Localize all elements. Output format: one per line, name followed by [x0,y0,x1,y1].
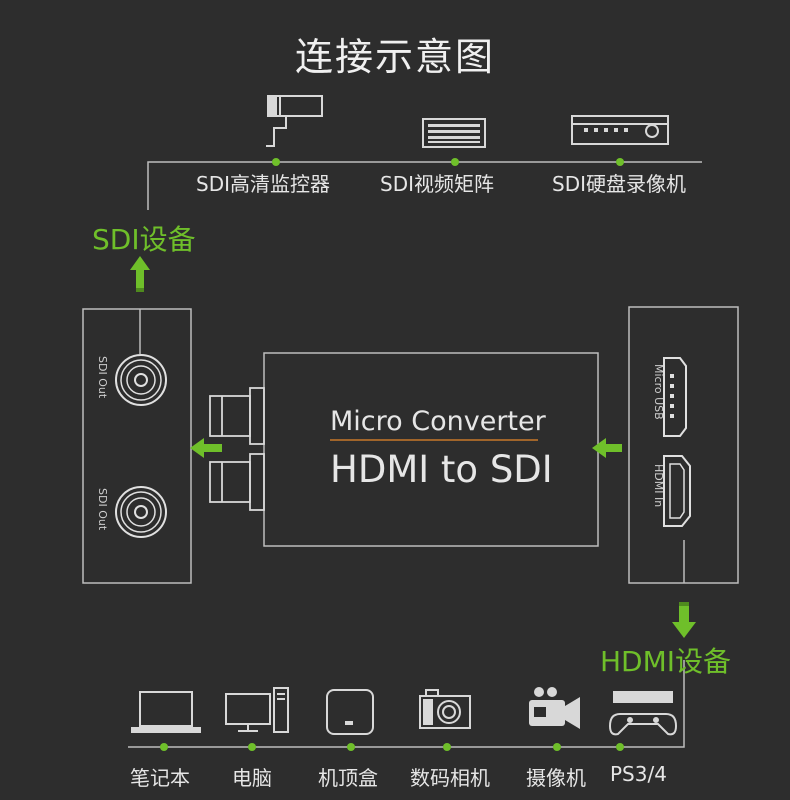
arrow-up-icon [130,256,150,292]
converter-box [209,352,599,547]
arrow-down-icon [672,602,696,638]
hdmi-node-dot [616,743,624,751]
sdi-bus-line [147,161,702,210]
laptop-icon [131,691,201,733]
hdmi-in-port-label: HDMI In [652,464,665,508]
sdi-out-port-label: SDI Out [96,356,109,399]
converter-line1: Micro Converter [330,406,546,437]
video-matrix-icon [422,118,486,148]
hdmi-node-dot [248,743,256,751]
camera-icon [419,689,471,729]
arrow-left-icon [592,438,622,458]
converter-line2: HDMI to SDI [330,448,553,491]
sdi-out-port-label: SDI Out [96,488,109,531]
sdi-node-dot [451,158,459,166]
game-console-icon [608,691,678,736]
hdmi-bus-line [128,660,685,748]
left-sdi-panel [82,308,192,584]
micro-usb-port-label: Micro USB [652,364,665,420]
sdi-node-dot [272,158,280,166]
sdi-device-label-monitor: SDI高清监控器 [196,172,330,196]
sdi-device-label-dvr: SDI硬盘录像机 [552,172,686,196]
hdmi-node-dot [443,743,451,751]
camcorder-icon [529,687,580,729]
page-title: 连接示意图 [294,35,495,79]
hdmi-device-label-computer: 电脑 [232,766,272,790]
hdmi-device-label-camcorder: 摄像机 [526,766,586,790]
hdmi-device-label-camera: 数码相机 [410,766,490,790]
bnc-port-icon [115,354,167,406]
dvr-icon [571,115,669,145]
arrow-left-icon [190,438,222,458]
hdmi-device-label-settopbox: 机顶盒 [318,766,378,790]
hdmi-device-label-laptop: 笔记本 [130,766,190,790]
hdmi-group-label: HDMI设备 [600,645,732,678]
sdi-group-label: SDI设备 [92,223,196,256]
security-camera-icon [266,95,323,147]
hdmi-node-dot [553,743,561,751]
hdmi-node-dot [347,743,355,751]
hdmi-node-dot [160,743,168,751]
right-hdmi-panel [628,306,739,584]
sdi-node-dot [616,158,624,166]
desktop-computer-icon [225,687,289,733]
bnc-port-icon [115,486,167,538]
set-top-box-icon [326,689,374,735]
hdmi-port-icon [663,455,691,527]
micro-usb-port-icon [663,357,687,437]
sdi-device-label-matrix: SDI视频矩阵 [380,172,494,196]
hdmi-device-label-console: PS3/4 [610,762,667,786]
